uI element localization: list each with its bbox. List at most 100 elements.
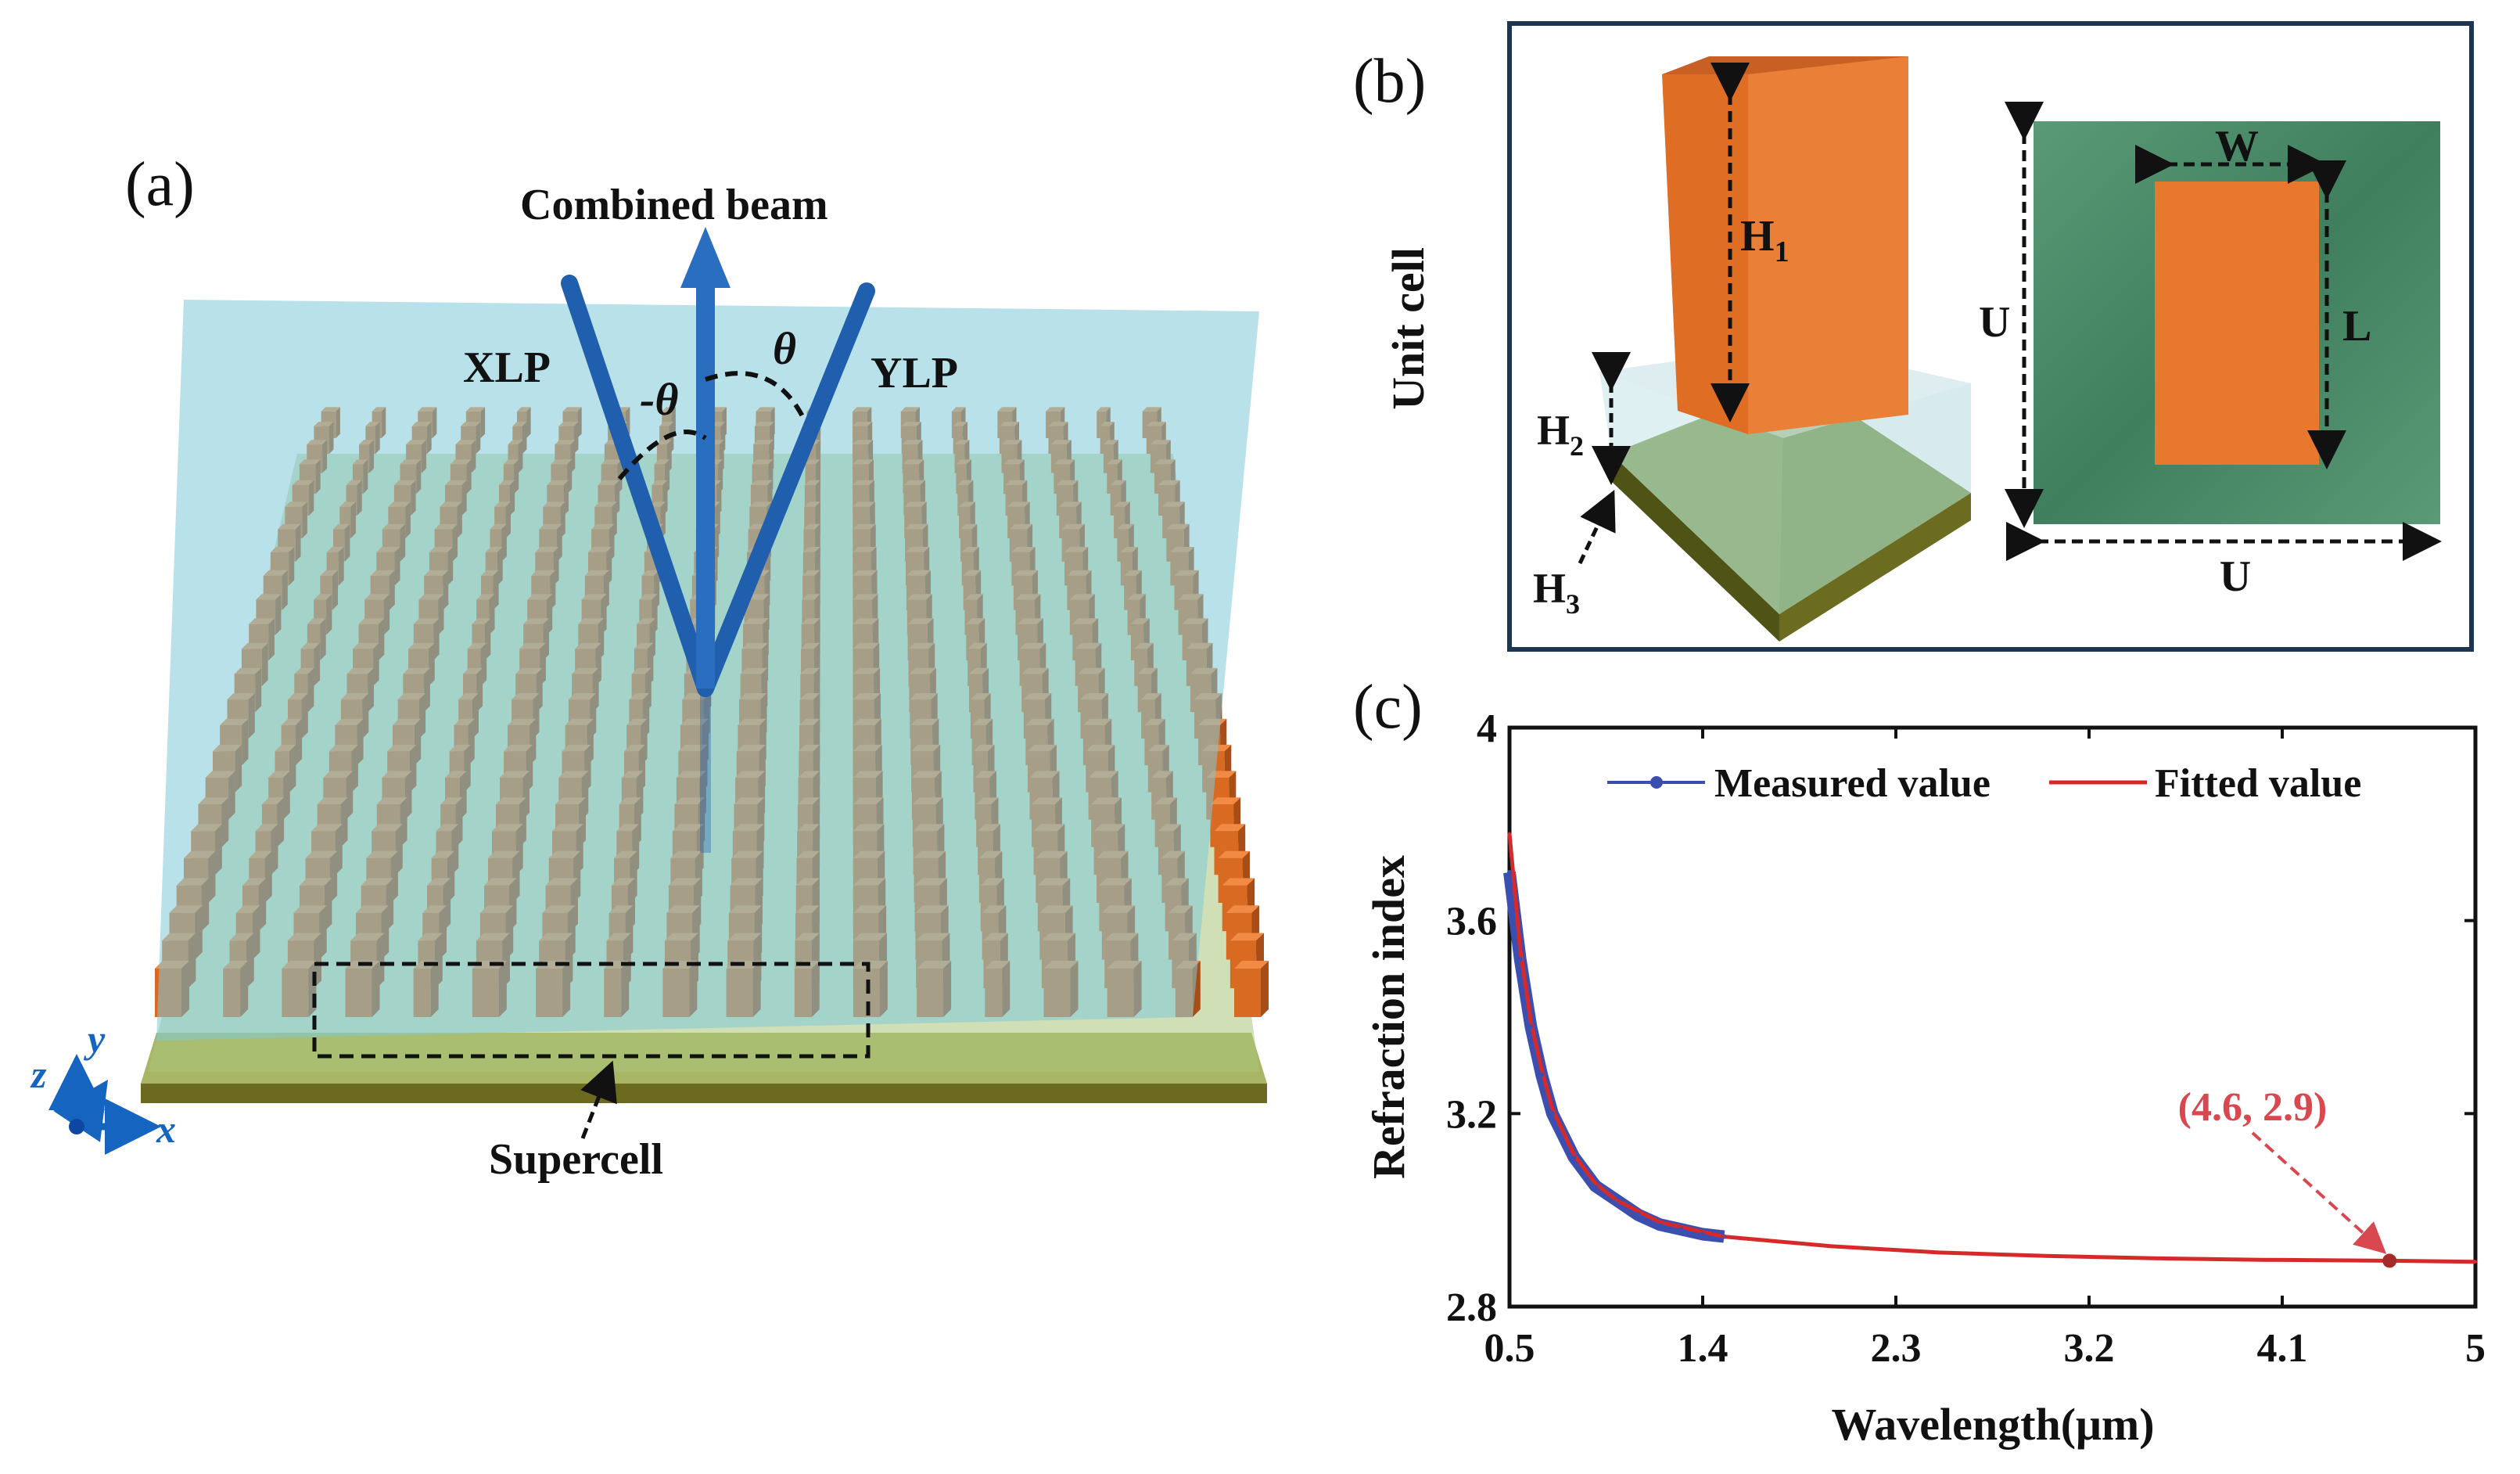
measured-point [1635, 1212, 1641, 1217]
measured-point [1678, 1227, 1684, 1232]
cell-substrate-top [1611, 379, 1971, 614]
measured-point [1571, 1154, 1577, 1159]
fitted-point [1593, 1181, 1597, 1185]
fitted-point [1937, 1250, 1940, 1254]
u-left-label: U [1979, 298, 2010, 347]
top-view-pillar [2155, 182, 2319, 465]
plot-frame [1507, 725, 2478, 1309]
h3-label: H3 [1533, 565, 1580, 620]
pillar-top [1214, 824, 1246, 832]
pillar-top [1234, 961, 1269, 969]
panel-b: (b) Unit cell H1 H2 H3 W L U [1353, 21, 2474, 652]
u-bottom-label: U [2220, 552, 2251, 601]
beams [561, 227, 875, 853]
fitted-point [1518, 947, 1522, 951]
fitted-point [2044, 1254, 2048, 1258]
fitted-point [1529, 1020, 1533, 1024]
h2-label: H2 [1537, 407, 1584, 462]
measured-point [1700, 1231, 1705, 1237]
substrate-edge [141, 1084, 1267, 1103]
fitted-point [1550, 1107, 1554, 1111]
neg-theta-arc [617, 430, 707, 480]
unit-cell-side-label: Unit cell [1383, 247, 1434, 410]
pillar-right-face [1748, 56, 1908, 434]
chart-series [1503, 832, 2477, 1268]
fitted-point [2152, 1256, 2156, 1260]
pillar-top [1229, 933, 1264, 941]
unit-cell-3d [1599, 56, 1971, 642]
panel-a: (a) Combined beam XLP YLP θ -θ Supercell [30, 150, 1269, 1184]
pillar-top [1222, 878, 1255, 886]
legend-measured-label: Measured value [1714, 761, 1991, 806]
xlp-label: XLP [463, 343, 551, 392]
legend-fitted-label: Fitted value [2155, 761, 2361, 806]
measured-point [1592, 1183, 1598, 1188]
fitted-point [1722, 1235, 1726, 1239]
highlight-point [2382, 1253, 2397, 1268]
cell-substrate-side [1611, 454, 1779, 642]
panel-c: (c) 0.5 1.4 2.3 3.2 4.1 5 2.8 3.2 3.6 4 Measured … [1353, 673, 2486, 1450]
y-axis-title: Refraction index [1363, 855, 1414, 1179]
y-tick-label: 4 [1477, 706, 1497, 751]
combined-beam-label: Combined beam [520, 181, 828, 229]
theta-arc [705, 371, 808, 424]
cell-cladding-right [1779, 383, 1971, 614]
x-tick-label: 4.1 [2257, 1326, 2308, 1371]
fitted-point [1572, 1152, 1576, 1156]
axes-triad: x z y [30, 1017, 176, 1155]
chart-legend: Measured value Fitted value [1607, 761, 2361, 806]
fitted-point [1658, 1221, 1662, 1224]
x-tick-label: 1.4 [1678, 1326, 1728, 1371]
cell-substrate-side-right [1779, 493, 1971, 642]
xlp-beam [561, 275, 714, 697]
fitted-point [2259, 1258, 2263, 1262]
x-axis-label: x [156, 1107, 176, 1151]
panel-c-label: (c) [1353, 673, 1423, 742]
supercell-box [312, 962, 871, 1059]
l-label: L [2342, 302, 2371, 351]
x-axis-title: Wavelength(μm) [1831, 1399, 2154, 1450]
fitted-point [1615, 1199, 1619, 1203]
pillar-top [1226, 905, 1260, 913]
axes-origin [69, 1119, 84, 1134]
measured-point [1528, 1024, 1534, 1030]
ylp-beam [697, 282, 875, 697]
x-tick-label: 0.5 [1484, 1326, 1535, 1371]
theta-label: θ [773, 323, 796, 374]
panel-a-label: (a) [125, 150, 195, 219]
fitted-point [1829, 1244, 1833, 1248]
y-axis-label: y [84, 1017, 106, 1061]
supercell-pointer [580, 1060, 617, 1139]
pillar-side [1261, 961, 1269, 1017]
y-tick-label: 2.8 [1446, 1285, 1497, 1330]
x-tick-label: 5 [2465, 1326, 2486, 1371]
annotation-arrow [2251, 1131, 2387, 1254]
w-label: W [2215, 122, 2259, 171]
fitted-point [2474, 1260, 2477, 1264]
neg-theta-label: -θ [640, 374, 678, 425]
ylp-label: YLP [871, 349, 958, 397]
x-tick-label: 3.2 [2064, 1326, 2115, 1371]
legend-measured-marker [1650, 776, 1663, 789]
cell-cladding-left [1599, 372, 1783, 614]
fitted-point [1508, 832, 1511, 836]
z-axis-label: z [30, 1052, 47, 1096]
supercell-label: Supercell [489, 1135, 663, 1184]
combined-beam-arrowhead [680, 227, 731, 288]
y-tick-label: 3.2 [1446, 1092, 1497, 1137]
measured-point [1549, 1111, 1555, 1116]
y-tick-label: 3.6 [1446, 900, 1497, 944]
h1-label: H1 [1740, 212, 1789, 268]
highlight-annotation: (4.6, 2.9) [2178, 1085, 2328, 1130]
measured-point [1507, 870, 1512, 875]
measured-point [1539, 1073, 1545, 1077]
axis-ticks: 0.5 1.4 2.3 3.2 4.1 5 2.8 3.2 3.6 4 [1446, 706, 2486, 1371]
fitted-point [1540, 1068, 1544, 1072]
measured-point [1517, 957, 1523, 962]
pillar-top [1210, 797, 1241, 804]
measured-point [1657, 1222, 1663, 1228]
pillar-top [1218, 850, 1251, 858]
h3-arrow [1578, 489, 1616, 565]
x-tick-label: 2.3 [1871, 1326, 1922, 1371]
